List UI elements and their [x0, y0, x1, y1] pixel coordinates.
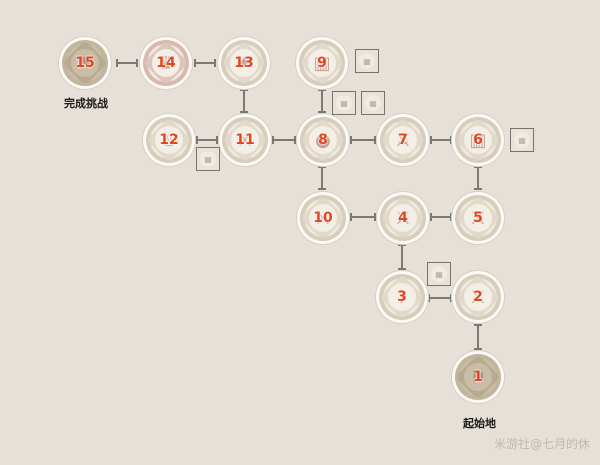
path-4-3 [398, 244, 406, 270]
finish-label: 完成挑战 [64, 97, 108, 110]
node-3[interactable]: ? 3 [376, 271, 428, 323]
path-13-11 [240, 89, 248, 113]
crown-icon: ♛ [157, 52, 175, 74]
reward-box-11[interactable]: ▦ [196, 147, 220, 171]
chest-icon: ▦ [359, 53, 375, 69]
reward-box-3[interactable]: ▦ [427, 262, 451, 286]
crossed-swords-icon: ⚔ [469, 286, 487, 308]
node-15[interactable]: ⚑ 15 [59, 37, 111, 89]
path-4-5 [430, 213, 452, 221]
path-9-8 [318, 89, 326, 113]
reward-box-8b[interactable]: ▦ [361, 91, 385, 115]
chest-icon: ▦ [365, 95, 381, 111]
flag-icon: ⚑ [76, 52, 94, 74]
node-2[interactable]: ⚔ 2 [452, 271, 504, 323]
crossed-swords-icon: ⚔ [236, 129, 254, 151]
castle-icon: ▥ [313, 52, 331, 74]
watermark: 米游社@七月的休 [493, 437, 590, 451]
chest-icon: ▦ [514, 132, 530, 148]
bulb-icon: ● [315, 129, 331, 151]
castle-icon: ▥ [469, 129, 487, 151]
node-9[interactable]: ▥ 9 [296, 37, 348, 89]
crossed-swords-icon: ⚔ [394, 129, 412, 151]
path-11-8 [272, 136, 296, 144]
path-6-5 [474, 166, 482, 190]
reward-box-9[interactable]: ▦ [355, 49, 379, 73]
node-5[interactable]: ⚔ 5 [452, 192, 504, 244]
path-14-13 [194, 59, 216, 67]
compass-icon: ✦ [236, 52, 252, 74]
node-8[interactable]: ● 8 [297, 114, 349, 166]
crossed-swords-icon: ⚔ [394, 207, 412, 229]
chest-icon: ▦ [200, 151, 216, 167]
node-12[interactable]: ♨ 12 [143, 114, 195, 166]
path-8-10 [318, 166, 326, 190]
path-7-6 [430, 136, 452, 144]
path-8-7 [350, 136, 376, 144]
flag-icon: ⚑ [469, 366, 487, 388]
reward-box-8a[interactable]: ▦ [332, 91, 356, 115]
node-7[interactable]: ⚔ 7 [377, 114, 429, 166]
path-15-14 [116, 59, 138, 67]
path-12-11 [196, 136, 218, 144]
path-10-4 [350, 213, 376, 221]
node-4[interactable]: ⚔ 4 [377, 192, 429, 244]
node-1[interactable]: ⚑ 1 [452, 351, 504, 403]
node-10[interactable]: ⚔ 10 [297, 192, 349, 244]
question-icon: ? [397, 286, 407, 308]
reward-box-6[interactable]: ▦ [510, 128, 534, 152]
chest-icon: ▦ [336, 95, 352, 111]
node-13[interactable]: ✦ 13 [218, 37, 270, 89]
flame-icon: ♨ [160, 129, 178, 151]
crossed-swords-icon: ⚔ [314, 207, 332, 229]
node-14[interactable]: ♛ 14 [140, 37, 192, 89]
node-6[interactable]: ▥ 6 [452, 114, 504, 166]
start-label: 起始地 [463, 417, 496, 430]
path-2-1 [474, 324, 482, 350]
crossed-swords-icon: ⚔ [469, 207, 487, 229]
chest-icon: ▦ [431, 266, 447, 282]
node-11[interactable]: ⚔ 11 [219, 114, 271, 166]
path-3-2 [428, 294, 452, 302]
